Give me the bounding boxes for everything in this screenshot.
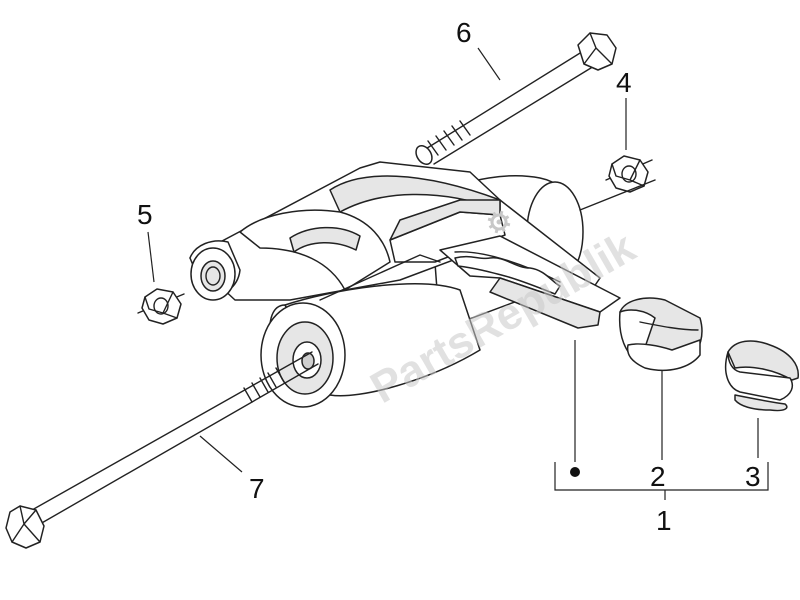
callout-4: 4 <box>616 67 632 98</box>
leader-5 <box>147 231 155 283</box>
reference-dot <box>570 467 580 477</box>
leader-7 <box>199 435 243 473</box>
swinging-arm-body <box>189 161 656 408</box>
nut-5 <box>137 288 185 325</box>
bolt-6-head <box>577 32 617 71</box>
front-roller <box>260 283 481 408</box>
front-pivot-eyelet <box>189 240 241 301</box>
leader-6 <box>477 47 501 81</box>
callout-labels: 6 4 5 7 2 3 1 <box>137 17 761 536</box>
bolt-7-head <box>5 505 45 549</box>
callout-5: 5 <box>137 199 153 230</box>
nut-4 <box>605 155 653 193</box>
leader-lines <box>147 47 769 500</box>
bolt-7 <box>5 351 319 549</box>
gear-icon <box>487 210 511 234</box>
rubber-block-2 <box>618 297 703 372</box>
bolt-7-thread <box>243 367 285 403</box>
callout-2: 2 <box>650 461 666 492</box>
callout-6: 6 <box>456 17 472 48</box>
callout-1: 1 <box>656 505 672 536</box>
callout-3: 3 <box>745 461 761 492</box>
group-bracket <box>554 462 769 491</box>
bolt-6 <box>415 32 617 166</box>
callout-7: 7 <box>249 473 265 504</box>
rubber-block-3 <box>724 340 799 412</box>
